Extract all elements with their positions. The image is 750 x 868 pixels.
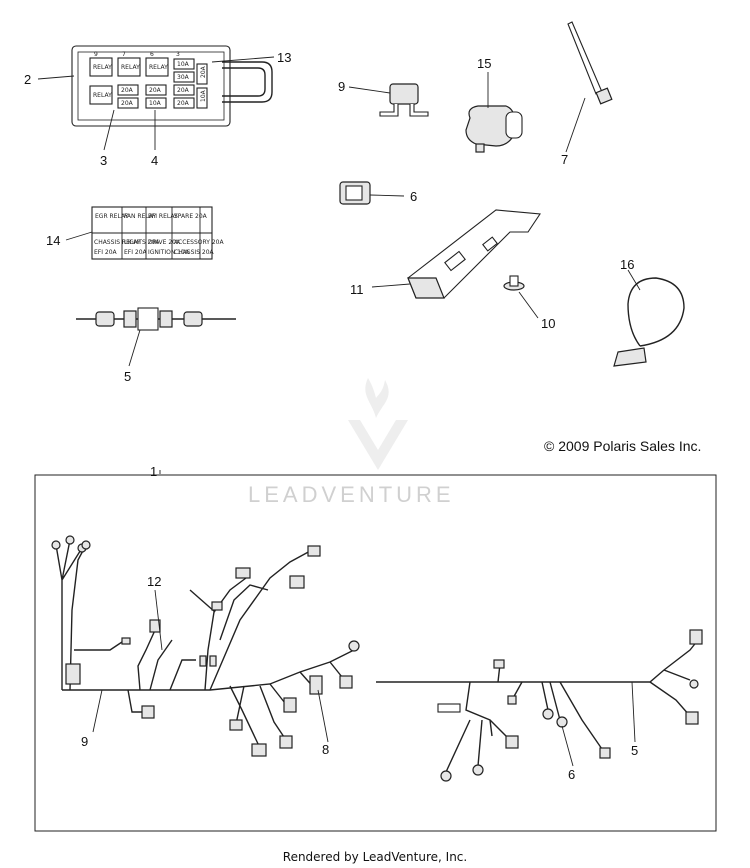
decal-cell-5: CHASSIS RELAY — [94, 239, 141, 246]
callout-1: 1 — [150, 464, 158, 479]
callout-9-bottom: 9 — [81, 734, 89, 749]
side-fuse-label-1: 20A — [200, 65, 207, 78]
bracket — [407, 209, 541, 299]
fuse-label-8: 20A — [121, 100, 134, 107]
decal-cell-11: IGNITION 10A — [148, 249, 190, 256]
callout-3: 3 — [100, 153, 108, 168]
decal-cell-10: EFI 20A — [124, 249, 148, 256]
main-harness — [51, 535, 360, 757]
relay-number-2: 7 — [122, 51, 126, 58]
decal-cell-3: EFI RELAY — [148, 213, 178, 220]
callout-6-bottom: 6 — [568, 767, 576, 782]
callout-12: 12 — [147, 574, 162, 589]
callout-5-bottom: 5 — [631, 743, 639, 758]
fuse-label-6: 20A — [177, 100, 190, 107]
connector-6 — [339, 181, 371, 205]
watermark-text: LEADVENTURE — [248, 482, 455, 507]
callout-2: 2 — [24, 72, 32, 87]
decal-cell-6: LIGHTS 20A — [124, 239, 160, 246]
fuse-label-5: 20A — [149, 87, 162, 94]
push-rivet — [503, 275, 525, 291]
chassis-harness — [376, 629, 703, 782]
relay-label-3: RELAY — [149, 64, 168, 71]
fuse-label-2: 30A — [177, 74, 190, 81]
decal-cell-9: EFI 20A — [94, 249, 118, 256]
callout-9-top: 9 — [338, 79, 346, 94]
fuse-decal — [91, 206, 213, 260]
decal-cell-2: FAN RELAY — [124, 213, 156, 220]
callout-6-top: 6 — [410, 189, 418, 204]
side-fuse-label-2: 10A — [200, 89, 207, 102]
footer-credit: Rendered by LeadVenture, Inc. — [282, 850, 468, 864]
callout-5-top: 5 — [124, 369, 132, 384]
relay-part — [379, 83, 429, 117]
relay-label-1: RELAY — [93, 64, 112, 71]
decal-cell-4: SPARE 20A — [174, 213, 208, 220]
fuse-label-3: 20A — [177, 87, 190, 94]
decal-cell-1: EGR RELAY — [95, 213, 129, 220]
callout-15: 15 — [477, 56, 492, 71]
fuse-label-1: 10A — [177, 61, 190, 68]
decal-cell-8: ACCESSORY 20A — [174, 239, 225, 246]
callout-7: 7 — [561, 152, 569, 167]
callout-16: 16 — [620, 257, 635, 272]
decal-cell-7: DRIVE 20A — [148, 239, 181, 246]
clamp — [613, 277, 685, 367]
copyright-notice: © 2009 Polaris Sales Inc. — [544, 438, 702, 454]
callout-10: 10 — [541, 316, 556, 331]
watermark-logo — [348, 378, 408, 470]
decal-cell-12: CHASSIS 20A — [174, 249, 215, 256]
jumper-harness — [76, 307, 236, 331]
fuse-box — [71, 45, 273, 127]
fuse-label-7: 10A — [149, 100, 162, 107]
relay-label-2: RELAY — [121, 64, 140, 71]
cable-tie — [567, 21, 613, 105]
fuse-label-4: 20A — [121, 87, 134, 94]
callout-11: 11 — [350, 282, 364, 297]
callout-8: 8 — [322, 742, 330, 757]
callout-14: 14 — [46, 233, 61, 248]
relay-label-4: RELAY — [93, 92, 112, 99]
harness-frame — [34, 474, 717, 832]
callout-4: 4 — [151, 153, 159, 168]
relay-number-4: 3 — [176, 51, 180, 58]
relay-number-1: 9 — [94, 51, 98, 58]
connector-15 — [465, 105, 523, 153]
relay-number-3: 6 — [150, 51, 154, 58]
callout-13: 13 — [277, 50, 292, 65]
